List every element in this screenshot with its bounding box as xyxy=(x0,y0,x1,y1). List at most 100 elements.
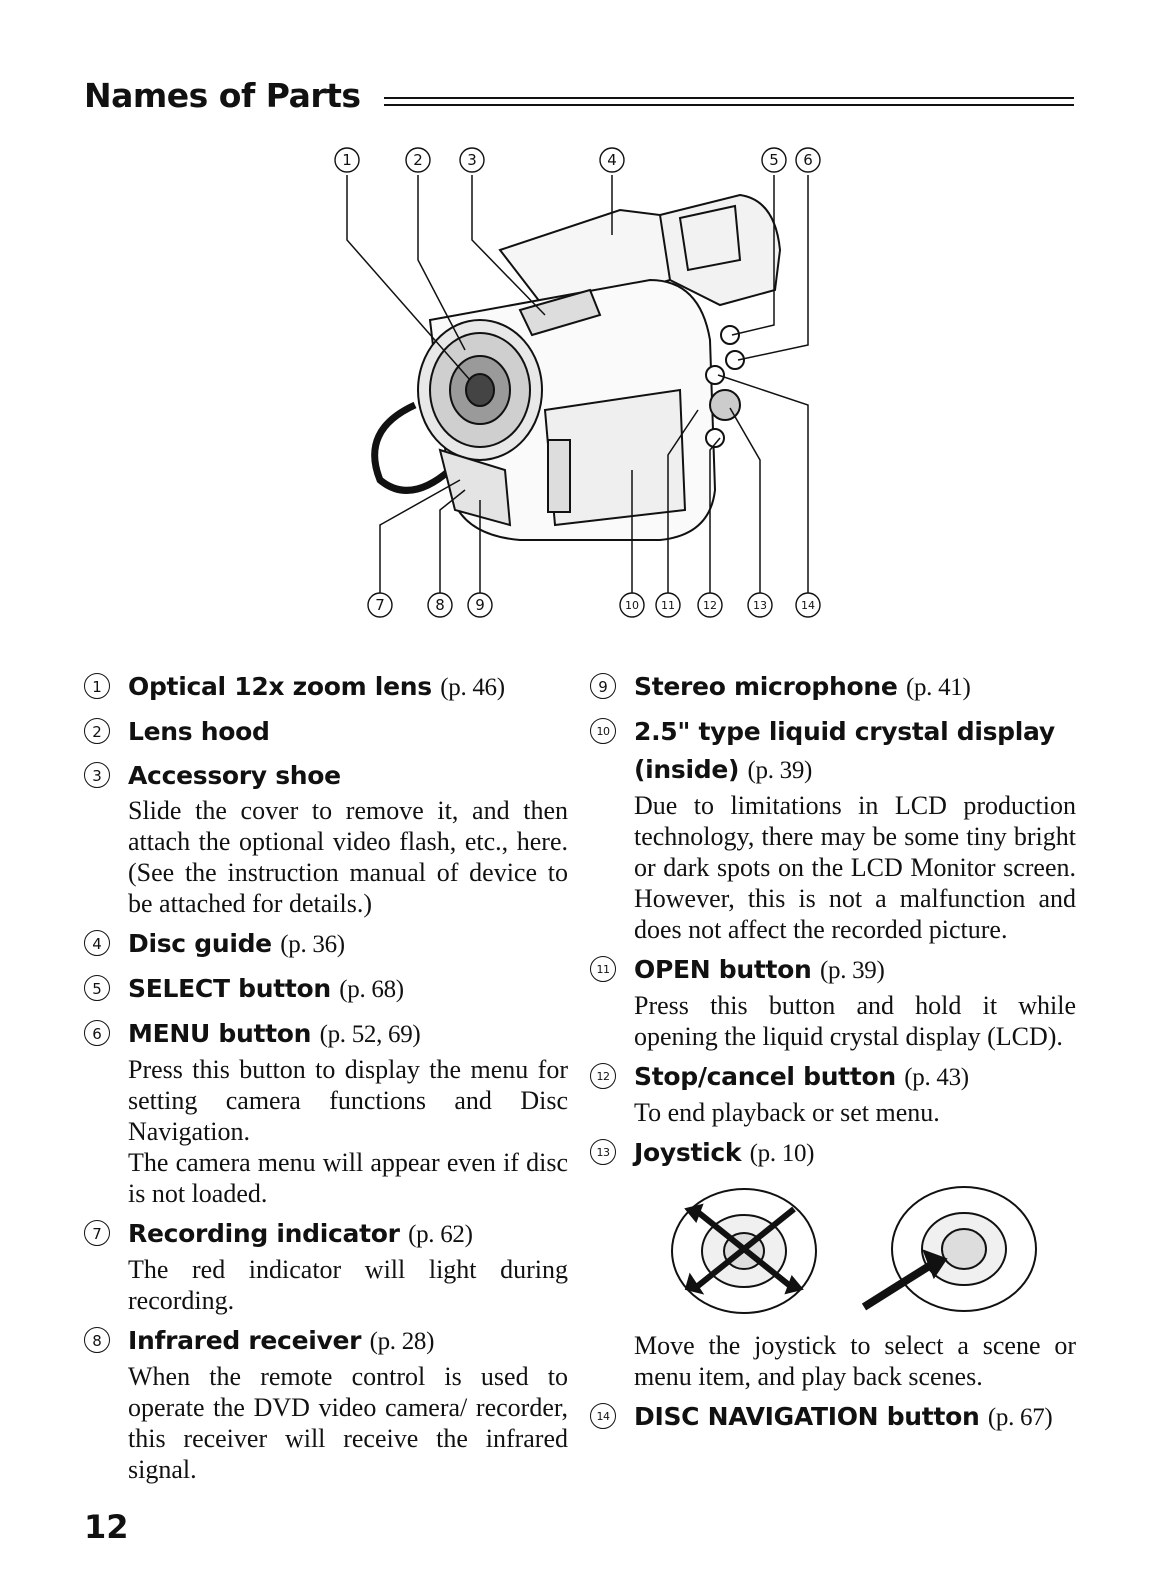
part-item-13: 13 Joystick (p. 10) Mo xyxy=(590,1134,1076,1392)
callout-5: 5 xyxy=(761,147,787,173)
page-ref: (p. 39) xyxy=(747,757,813,784)
part-name: Stop/cancel button xyxy=(634,1062,896,1091)
part-item-9: 9 Stereo microphone (p. 41) xyxy=(590,668,1076,707)
part-item-11: 11 OPEN button (p. 39) Press this button… xyxy=(590,951,1076,1052)
part-description: Due to limitations in LCD production tec… xyxy=(634,791,1076,944)
page-ref: (p. 43) xyxy=(904,1064,969,1091)
callout-3: 3 xyxy=(459,147,485,173)
part-number: 2 xyxy=(84,718,110,744)
part-name: MENU button xyxy=(128,1019,312,1048)
callout-14: 14 xyxy=(795,592,821,618)
callout-12: 12 xyxy=(697,592,723,618)
joystick-illustration xyxy=(671,1186,1037,1314)
part-description: Slide the cover to remove it, and then a… xyxy=(128,796,568,918)
part-item-14: 14 DISC NAVIGATION button (p. 67) xyxy=(590,1398,1076,1437)
part-name: DISC NAVIGATION button xyxy=(634,1402,980,1431)
page-ref: (p. 39) xyxy=(819,957,885,984)
part-number: 8 xyxy=(84,1327,110,1353)
svg-text:4: 4 xyxy=(607,151,617,169)
part-number: 14 xyxy=(590,1403,616,1429)
part-name: Accessory shoe xyxy=(128,761,341,790)
callout-6: 6 xyxy=(795,147,821,173)
part-description: Press this button and hold it while open… xyxy=(634,991,1076,1051)
part-number: 13 xyxy=(590,1139,616,1165)
part-number: 11 xyxy=(590,956,616,982)
part-name: SELECT button xyxy=(128,974,331,1003)
part-description: Press this button to display the menu fo… xyxy=(128,1055,568,1146)
part-item-6: 6 MENU button (p. 52, 69) Press this but… xyxy=(84,1015,568,1209)
part-description: The red indicator will light during reco… xyxy=(128,1255,568,1315)
part-number: 6 xyxy=(84,1020,110,1046)
part-name: Optical 12x zoom lens xyxy=(128,672,432,701)
part-number: 1 xyxy=(84,673,110,699)
part-name: Recording indicator xyxy=(128,1219,400,1248)
part-name: Joystick xyxy=(634,1138,742,1167)
part-number: 10 xyxy=(590,718,616,744)
part-number: 4 xyxy=(84,930,110,956)
svg-text:3: 3 xyxy=(467,151,477,169)
joystick-press-figure xyxy=(861,1186,1037,1312)
joystick-tilt-figure xyxy=(671,1188,817,1314)
part-name: Infrared receiver xyxy=(128,1326,362,1355)
callout-13: 13 xyxy=(747,592,773,618)
camcorder-illustration: 1 2 3 4 5 6 7 8 9 10 11 12 13 14 xyxy=(334,147,821,618)
part-item-12: 12 Stop/cancel button (p. 43) To end pla… xyxy=(590,1058,1076,1128)
part-item-8: 8 Infrared receiver (p. 28) When the rem… xyxy=(84,1322,568,1485)
part-name: Lens hood xyxy=(128,717,270,746)
part-item-1: 1 Optical 12x zoom lens (p. 46) xyxy=(84,668,568,707)
part-item-3: 3 Accessory shoe Slide the cover to remo… xyxy=(84,757,568,919)
page-ref: (p. 52, 69) xyxy=(319,1021,421,1048)
part-item-10: 10 2.5" type liquid crystal display (ins… xyxy=(590,713,1076,945)
page-header: Names of Parts xyxy=(84,76,1074,126)
svg-text:10: 10 xyxy=(625,599,639,612)
part-number: 12 xyxy=(590,1063,616,1089)
part-name: Stereo microphone xyxy=(634,672,898,701)
callout-11: 11 xyxy=(655,592,681,618)
page-ref: (p. 36) xyxy=(280,931,345,958)
part-description: When the remote control is used to opera… xyxy=(128,1362,568,1484)
parts-list-right: 9 Stereo microphone (p. 41) 10 2.5" type… xyxy=(590,668,1076,1443)
svg-text:14: 14 xyxy=(801,599,815,612)
callout-7: 7 xyxy=(367,592,393,618)
svg-text:5: 5 xyxy=(769,151,779,169)
page-number: 12 xyxy=(84,1508,129,1546)
callout-1: 1 xyxy=(334,147,360,173)
part-name: OPEN button xyxy=(634,955,812,984)
callout-2: 2 xyxy=(405,147,431,173)
part-number: 9 xyxy=(590,673,616,699)
title-rule xyxy=(384,97,1074,106)
svg-text:6: 6 xyxy=(803,151,813,169)
page-ref: (p. 41) xyxy=(905,674,971,701)
svg-text:8: 8 xyxy=(435,596,445,614)
callout-10: 10 xyxy=(619,592,645,618)
callout-9: 9 xyxy=(467,592,493,618)
part-number: 3 xyxy=(84,762,110,788)
svg-text:12: 12 xyxy=(703,599,717,612)
part-description: The camera menu will appear even if disc… xyxy=(128,1148,568,1208)
page-ref: (p. 46) xyxy=(440,674,505,701)
page-ref: (p. 28) xyxy=(369,1328,435,1355)
camcorder-figure: 1 2 3 4 5 6 7 8 9 10 11 12 13 14 xyxy=(320,140,840,630)
part-item-2: 2 Lens hood xyxy=(84,713,568,751)
part-name: 2.5" type liquid crystal display (inside… xyxy=(634,717,1055,784)
page-ref: (p. 62) xyxy=(408,1221,473,1248)
part-number: 7 xyxy=(84,1220,110,1246)
svg-text:1: 1 xyxy=(342,151,352,169)
svg-text:9: 9 xyxy=(475,596,485,614)
part-number: 5 xyxy=(84,975,110,1001)
part-description: Move the joystick to select a scene or m… xyxy=(634,1331,1076,1391)
part-description: To end playback or set menu. xyxy=(634,1098,940,1127)
part-item-7: 7 Recording indicator (p. 62) The red in… xyxy=(84,1215,568,1316)
callout-4: 4 xyxy=(599,147,625,173)
part-item-4: 4 Disc guide (p. 36) xyxy=(84,925,568,964)
page-ref: (p. 68) xyxy=(339,976,404,1003)
page-title: Names of Parts xyxy=(84,76,361,115)
svg-text:2: 2 xyxy=(413,151,423,169)
part-name: Disc guide xyxy=(128,929,272,958)
callout-8: 8 xyxy=(427,592,453,618)
svg-text:7: 7 xyxy=(375,596,385,614)
page-ref: (p. 67) xyxy=(987,1404,1053,1431)
part-item-5: 5 SELECT button (p. 68) xyxy=(84,970,568,1009)
page-ref: (p. 10) xyxy=(749,1140,815,1167)
parts-list-left: 1 Optical 12x zoom lens (p. 46) 2 Lens h… xyxy=(84,668,568,1491)
